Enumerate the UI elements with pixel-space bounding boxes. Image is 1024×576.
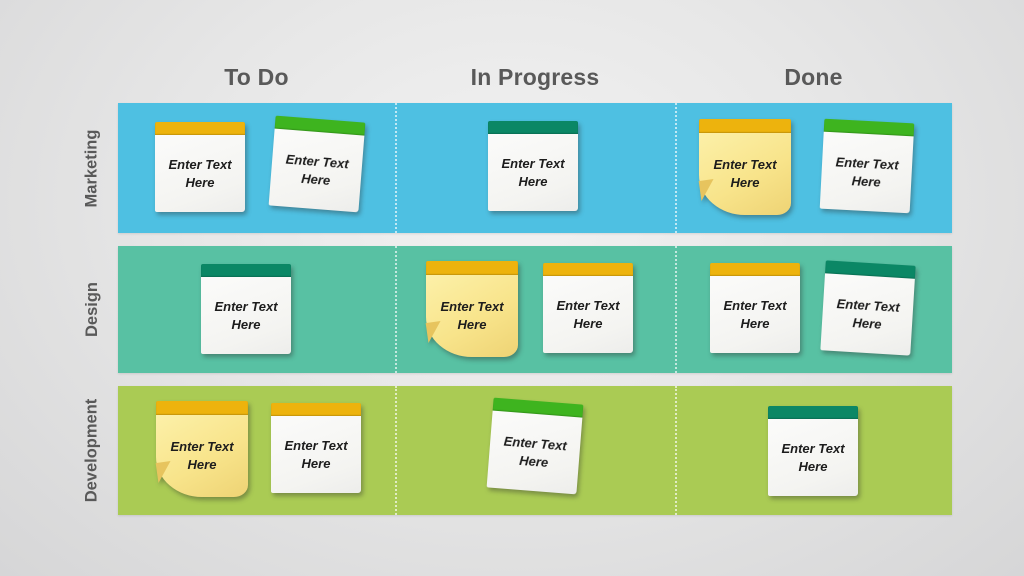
note-top-bar xyxy=(699,119,791,133)
note-body: Enter Text Here xyxy=(768,419,858,496)
note-top-bar xyxy=(426,261,518,275)
note-placeholder-text: Enter Text Here xyxy=(170,439,234,472)
note-body: Enter Text Here xyxy=(155,415,248,497)
note-body: Enter Text Here xyxy=(155,135,245,212)
note-body: Enter Text Here xyxy=(425,275,518,357)
lane-label-development: Development xyxy=(70,386,114,515)
note-placeholder-text: Enter Text Here xyxy=(285,151,350,188)
sticky-note[interactable]: Enter Text Here xyxy=(768,406,858,496)
note-placeholder-text: Enter Text Here xyxy=(713,157,777,190)
sticky-note[interactable]: Enter Text Here xyxy=(155,401,248,497)
note-placeholder-text: Enter Text Here xyxy=(835,154,900,190)
note-placeholder-text: Enter Text Here xyxy=(723,297,787,331)
note-placeholder-text: Enter Text Here xyxy=(440,299,504,332)
note-curl-fold xyxy=(155,461,174,483)
note-top-bar xyxy=(488,121,578,134)
note-top-bar xyxy=(710,263,800,276)
note-body: Enter Text Here xyxy=(710,276,800,353)
sticky-note[interactable]: Enter Text Here xyxy=(425,261,518,357)
column-header-in-progress: In Progress xyxy=(470,64,600,90)
note-body: Enter Text Here xyxy=(271,416,361,493)
note-top-bar xyxy=(201,264,291,277)
lane-label-marketing: Marketing xyxy=(70,103,114,233)
lane-label-text: Development xyxy=(82,398,101,503)
sticky-note[interactable]: Enter Text Here xyxy=(820,260,916,356)
sticky-note[interactable]: Enter Text Here xyxy=(543,263,633,353)
note-placeholder-text: Enter Text Here xyxy=(284,437,348,471)
note-top-bar xyxy=(768,406,858,419)
note-placeholder-text: Enter Text Here xyxy=(501,155,565,189)
sticky-note[interactable]: Enter Text Here xyxy=(201,264,291,354)
note-placeholder-text: Enter Text Here xyxy=(503,433,568,470)
note-body: Enter Text Here xyxy=(486,410,583,495)
lane-label-text: Design xyxy=(82,281,101,338)
column-separator xyxy=(395,246,397,373)
sticky-note[interactable]: Enter Text Here xyxy=(698,119,791,215)
column-separator xyxy=(675,386,677,515)
sticky-note[interactable]: Enter Text Here xyxy=(268,115,366,213)
note-body: Enter Text Here xyxy=(488,134,578,211)
note-curl-fold xyxy=(698,179,717,201)
sticky-note[interactable]: Enter Text Here xyxy=(155,122,245,212)
column-separator xyxy=(395,103,397,233)
note-top-bar xyxy=(155,122,245,135)
column-header-done: Done xyxy=(784,64,843,90)
column-header-todo: To Do xyxy=(224,64,289,90)
note-body: Enter Text Here xyxy=(820,273,915,356)
note-body: Enter Text Here xyxy=(543,276,633,353)
note-body: Enter Text Here xyxy=(819,131,914,214)
note-placeholder-text: Enter Text Here xyxy=(214,298,278,332)
note-top-bar xyxy=(271,403,361,416)
note-body: Enter Text Here xyxy=(201,277,291,354)
sticky-note[interactable]: Enter Text Here xyxy=(819,118,915,214)
column-separator xyxy=(395,386,397,515)
note-placeholder-text: Enter Text Here xyxy=(781,440,845,474)
note-body: Enter Text Here xyxy=(698,133,791,215)
note-placeholder-text: Enter Text Here xyxy=(556,297,620,331)
note-placeholder-text: Enter Text Here xyxy=(836,296,901,332)
note-placeholder-text: Enter Text Here xyxy=(168,156,232,190)
sticky-note[interactable]: Enter Text Here xyxy=(271,403,361,493)
note-top-bar xyxy=(156,401,248,415)
lane-label-text: Marketing xyxy=(82,129,101,207)
note-top-bar xyxy=(543,263,633,276)
column-separator xyxy=(675,246,677,373)
sticky-note[interactable]: Enter Text Here xyxy=(710,263,800,353)
lane-label-design: Design xyxy=(70,246,114,373)
column-separator xyxy=(675,103,677,233)
sticky-note[interactable]: Enter Text Here xyxy=(488,121,578,211)
note-body: Enter Text Here xyxy=(268,128,365,213)
note-curl-fold xyxy=(425,321,444,343)
sticky-note[interactable]: Enter Text Here xyxy=(486,397,584,495)
